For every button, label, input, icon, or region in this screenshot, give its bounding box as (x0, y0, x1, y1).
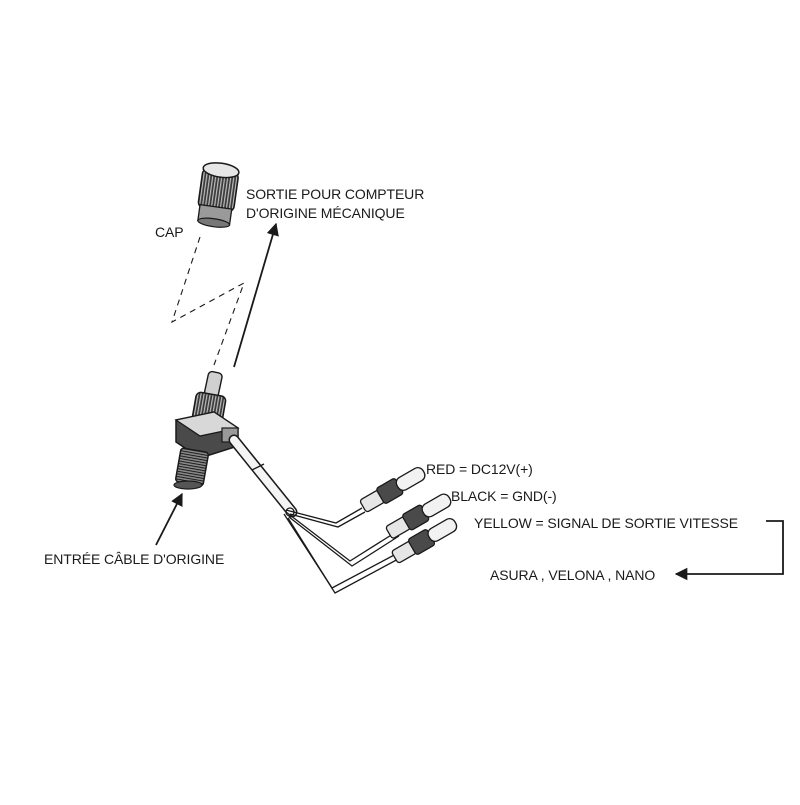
output-arrow (233, 222, 279, 368)
black-wire-label: BLACK = GND(-) (451, 488, 557, 504)
models-label: ASURA , VELONA , NANO (490, 567, 656, 583)
wire-red (285, 507, 366, 528)
input-label: ENTRÉE CÂBLE D'ORIGINE (44, 551, 225, 567)
red-wire-label: RED = DC12V(+) (426, 461, 533, 477)
wire-black (285, 511, 400, 567)
connector-yellow (391, 517, 458, 564)
cap-label: CAP (155, 224, 184, 240)
connector-black (385, 493, 452, 539)
output-label-line1: SORTIE POUR COMPTEUR (246, 186, 425, 202)
sensor-cable (228, 434, 298, 518)
signal-bracket-arrow (674, 520, 784, 581)
output-label-line2: D'ORIGINE MÉCANIQUE (246, 205, 405, 221)
input-arrow (155, 492, 183, 546)
wire-yellow (283, 513, 403, 594)
assembly-guide-line (171, 236, 246, 366)
yellow-wire-label: YELLOW = SIGNAL DE SORTIE VITESSE (474, 515, 738, 531)
connector-red (359, 466, 426, 513)
sensor-fitting (173, 370, 240, 490)
cap-part (197, 162, 240, 228)
